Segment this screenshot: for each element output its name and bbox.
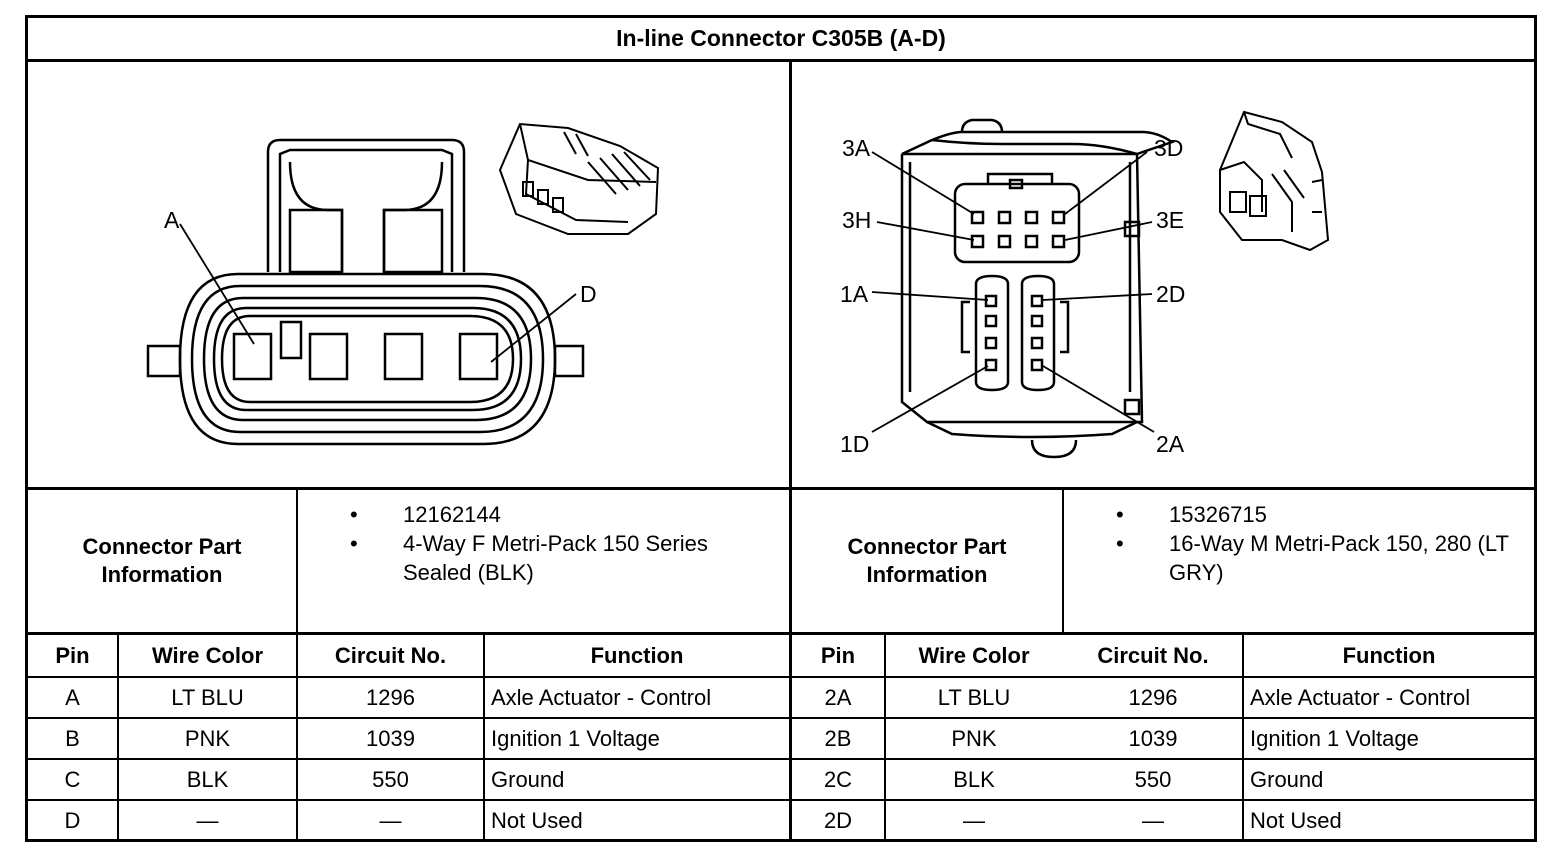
left-connector-face-drawing: A D [146,122,660,446]
pin-label-3e: 3E [1156,207,1184,233]
left-header-circuit: Circuit No. [334,642,447,668]
left-header-wire-color: Wire Color [151,642,264,668]
pin-label-2a: 2A [1156,431,1185,457]
column-divider [1242,634,1244,840]
column-divider [884,634,886,840]
center-divider [789,60,792,840]
list-item: •16-Way M Metri-Pack 150, 280 (LT GRY) [1106,529,1526,587]
table-cell-wire-color: — [196,807,219,833]
table-cell-function: Ground [1250,766,1324,792]
table-cell-function: Not Used [491,807,583,833]
title-divider [25,59,1537,62]
table-cell-wire-color: BLK [186,766,229,792]
table-cell-pin: 2D [823,807,853,833]
pin-label-d: D [580,281,597,307]
left-header-pin: Pin [55,642,90,668]
table-cell-pin: D [64,807,81,833]
pin-label-3d: 3D [1154,135,1183,161]
table-cell-circuit: 550 [1134,766,1172,792]
table-cell-circuit: 1296 [1128,684,1178,710]
table-cell-wire-color: PNK [951,725,997,751]
pin-label-1d: 1D [840,431,869,457]
table-cell-circuit: — [1142,807,1164,833]
table-cell-circuit: 1039 [1128,725,1178,751]
table-cell-pin: A [65,684,80,710]
right-part-info-list: •15326715 •16-Way M Metri-Pack 150, 280 … [1106,500,1526,587]
table-cell-pin: B [65,725,80,751]
bullet-icon: • [350,531,358,556]
list-item: •15326715 [1106,500,1526,529]
page-title: In-line Connector C305B (A-D) [616,24,946,51]
drawing-divider [25,487,1537,490]
column-divider [483,634,485,840]
row-divider [25,758,1537,760]
table-cell-function: Axle Actuator - Control [491,684,712,710]
right-header-wire-color: Wire Color [918,642,1030,668]
pin-label-2d: 2D [1156,281,1185,307]
row-divider [25,717,1537,719]
info-divider [25,632,1537,635]
diagram-frame [25,15,1537,842]
table-cell-function: Not Used [1250,807,1342,833]
table-cell-wire-color: PNK [184,725,231,751]
bullet-icon: • [1116,531,1124,556]
right-connector-face-drawing: 3A 3D 3H 3E 1A 2D 1D 2A [840,110,1330,459]
left-header-function: Function [590,642,684,668]
bullet-icon: • [1116,502,1124,527]
row-divider [25,799,1537,801]
table-cell-pin: 2C [823,766,853,792]
pin-label-1a: 1A [840,281,869,307]
right-connector-iso-icon [1219,110,1330,252]
list-item: •12162144 [340,500,780,529]
right-part-info-label: Connector Part Information [847,534,1007,587]
right-header-function: Function [1342,642,1436,668]
table-cell-circuit: 1296 [366,684,415,710]
table-cell-circuit: 550 [372,766,409,792]
right-header-circuit: Circuit No. [1097,642,1209,668]
left-part-info-list: •12162144 •4-Way F Metri-Pack 150 Series… [340,500,780,587]
table-cell-wire-color: BLK [953,766,995,792]
table-cell-circuit: 1039 [366,725,415,751]
pin-label-3a: 3A [842,135,871,161]
table-cell-pin: 2B [824,725,852,751]
table-cell-circuit: — [379,807,402,833]
table-header-divider [25,676,1537,678]
left-connector-iso-icon [498,122,660,235]
table-cell-pin: C [64,766,81,792]
column-divider [117,634,119,840]
list-item: •4-Way F Metri-Pack 150 Series Sealed (B… [340,529,780,587]
table-cell-function: Ignition 1 Voltage [1250,725,1419,751]
column-divider [1062,488,1064,634]
table-cell-wire-color: LT BLU [937,684,1011,710]
pin-label-3h: 3H [842,207,871,233]
table-cell-pin: 2A [824,684,852,710]
pin-label-a: A [164,207,180,233]
right-header-pin: Pin [820,642,856,668]
bullet-icon: • [350,502,358,527]
table-cell-function: Ground [491,766,565,792]
column-divider [296,488,298,840]
table-cell-wire-color: — [963,807,985,833]
table-cell-function: Ignition 1 Voltage [491,725,660,751]
table-cell-function: Axle Actuator - Control [1250,684,1471,710]
table-cell-wire-color: LT BLU [171,684,244,710]
left-part-info-label: Connector Part Information [82,534,242,587]
